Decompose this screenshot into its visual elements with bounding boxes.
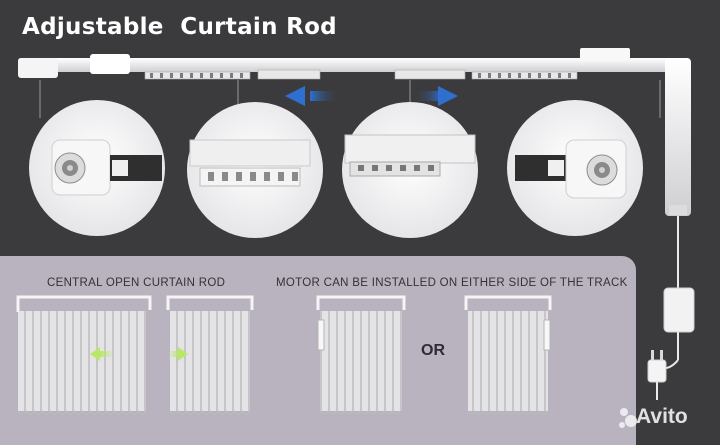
- green-arrow-right-icon: [168, 347, 188, 361]
- diagram-central-open-2: [166, 295, 254, 415]
- watermark: Avito: [636, 405, 688, 428]
- power-adapter: [659, 255, 695, 370]
- diagram-central-open-1: [16, 295, 152, 415]
- curtain-rod-illustration: [18, 48, 691, 260]
- page-title: Adjustable Curtain Rod: [22, 14, 337, 40]
- caption-central-open: CENTRAL OPEN CURTAIN ROD: [47, 277, 226, 289]
- blue-arrow-left-icon: [285, 86, 340, 106]
- detail-circle-right-end: [507, 100, 643, 236]
- blue-arrow-right-icon: [413, 86, 458, 106]
- green-arrow-left-icon: [90, 347, 114, 361]
- avito-logo-icon: [619, 408, 637, 428]
- detail-circle-connector: [342, 102, 478, 238]
- diagram-motor-left: [316, 295, 406, 415]
- detail-circle-left-end: [29, 100, 165, 236]
- plug-icon: [647, 350, 667, 400]
- caption-motor-side: MOTOR CAN BE INSTALLED ON EITHER SIDE OF…: [276, 277, 628, 289]
- detail-circle-carriers: [187, 102, 323, 238]
- diagram-motor-right: [464, 295, 552, 415]
- or-label: OR: [421, 342, 445, 359]
- track-rail: [18, 48, 691, 216]
